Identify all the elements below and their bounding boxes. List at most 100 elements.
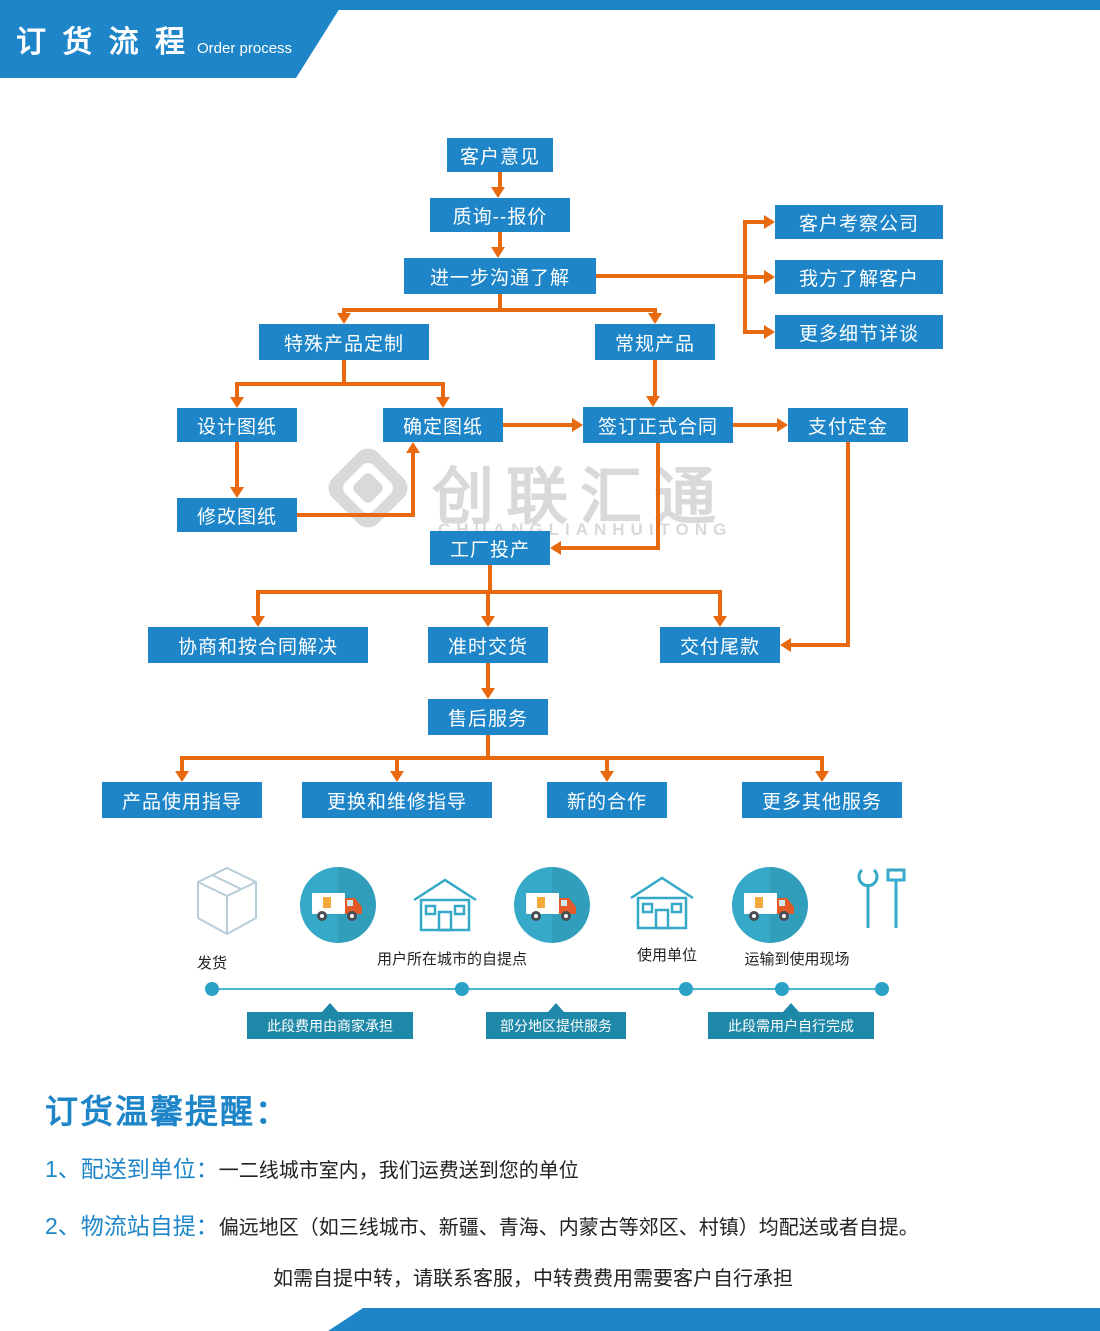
flow-connector — [488, 565, 492, 592]
timeline-dot — [455, 982, 469, 996]
flow-connector — [747, 330, 765, 334]
reminder-item-1-text: 一二线城市室内，我们运费送到您的单位 — [218, 1160, 579, 1182]
flow-arrowhead — [406, 442, 420, 453]
flow-connector — [605, 756, 609, 772]
flow-connector — [596, 274, 745, 278]
flow-node-negotiate-resolve: 协商和按合同解决 — [148, 627, 368, 663]
pickup-point-label: 用户所在城市的自提点 — [376, 951, 527, 968]
flow-arrowhead — [646, 396, 660, 407]
flow-node-pay-balance: 交付尾款 — [660, 627, 780, 663]
timeline-tag-user-complete: 此段需用户自行完成 — [708, 1003, 874, 1039]
flow-arrowhead — [175, 771, 189, 782]
flow-connector — [486, 590, 490, 617]
page-subtitle: Order process — [197, 39, 293, 57]
timeline-tag-merchant-cost: 此段费用由商家承担 — [247, 1003, 413, 1039]
flow-node-more-services: 更多其他服务 — [742, 782, 902, 818]
timeline-dot — [205, 982, 219, 996]
flow-connector — [747, 220, 765, 224]
flow-connector — [733, 423, 778, 427]
flow-arrowhead — [251, 616, 265, 627]
flow-connector — [342, 308, 346, 316]
flow-arrowhead — [600, 771, 614, 782]
flow-node-sign-contract: 签订正式合同 — [583, 407, 733, 443]
flow-arrowhead — [390, 771, 404, 782]
flow-arrowhead — [436, 397, 450, 408]
flow-connector — [486, 663, 490, 689]
delivery-truck-icon — [514, 867, 590, 943]
flow-connector — [820, 756, 824, 772]
delivery-truck-icon — [300, 867, 376, 943]
footer-bar — [328, 1308, 1100, 1331]
flow-arrowhead — [764, 215, 775, 229]
delivery-truck-icon — [732, 867, 808, 943]
timeline-dot — [679, 982, 693, 996]
flow-connector — [718, 590, 722, 617]
flow-node-further-communication: 进一步沟通了解 — [404, 258, 596, 294]
flow-arrowhead — [713, 616, 727, 627]
flow-connector — [256, 590, 260, 617]
reminder-item-2-text: 偏远地区（如三线城市、新疆、青海、内蒙古等郊区、村镇）均配送或者自提。 — [218, 1217, 919, 1239]
flow-connector — [846, 442, 850, 647]
watermark-logo-icon — [328, 448, 408, 528]
watermark-title: 创联汇通 — [432, 463, 729, 532]
flow-connector — [561, 546, 660, 550]
ship-label: 发货 — [196, 955, 227, 972]
flow-arrowhead — [491, 187, 505, 198]
flow-arrowhead — [777, 418, 788, 432]
flow-node-confirm-drawing: 确定图纸 — [383, 408, 503, 442]
flow-node-after-sales: 售后服务 — [428, 699, 548, 735]
flow-node-modify-drawing: 修改图纸 — [177, 498, 297, 532]
reminder-title: 订货温馨提醒： — [45, 1093, 290, 1130]
flow-node-regular-product: 常规产品 — [595, 324, 715, 360]
flow-arrowhead — [550, 541, 561, 555]
flow-arrowhead — [337, 313, 351, 324]
flow-arrowhead — [230, 397, 244, 408]
flow-connector — [653, 360, 657, 397]
flow-arrowhead — [230, 487, 244, 498]
flow-connector — [411, 453, 415, 515]
tools-icon — [857, 868, 906, 928]
timeline-tag-partial-service: 部分地区提供服务 — [486, 1003, 626, 1039]
flow-connector — [498, 232, 502, 248]
package-box-icon — [197, 866, 257, 936]
timeline-line — [210, 988, 882, 990]
flow-connector — [747, 275, 765, 279]
flow-connector — [235, 382, 445, 386]
flow-arrowhead — [491, 247, 505, 258]
flow-arrowhead — [815, 771, 829, 782]
flow-node-design-drawing: 设计图纸 — [177, 408, 297, 442]
flow-connector — [486, 735, 490, 758]
flow-node-customer-visit: 客户考察公司 — [775, 205, 943, 239]
header: 订 货 流 程 Order process — [0, 0, 345, 78]
flow-connector — [235, 442, 239, 488]
use-unit-label: 使用单位 — [636, 947, 697, 964]
flow-arrowhead — [572, 418, 583, 432]
flow-node-inquiry-quote: 质询--报价 — [430, 198, 570, 232]
flow-connector — [498, 172, 502, 188]
flow-node-factory-production: 工厂投产 — [430, 531, 550, 565]
flow-node-know-customer: 我方了解客户 — [775, 260, 943, 294]
timeline-dot — [875, 982, 889, 996]
flow-connector — [656, 443, 660, 550]
flow-connector — [498, 294, 502, 310]
flow-node-more-details: 更多细节详谈 — [775, 315, 943, 349]
flow-arrowhead — [481, 616, 495, 627]
flow-arrowhead — [648, 313, 662, 324]
flow-connector — [441, 382, 445, 398]
flow-node-usage-guidance: 产品使用指导 — [102, 782, 262, 818]
flow-arrowhead — [764, 325, 775, 339]
flow-connector — [180, 756, 184, 772]
flow-node-customer-opinion: 客户意见 — [447, 138, 553, 172]
flow-arrowhead — [481, 688, 495, 699]
reminder-item-2-label: 2、物流站自提： — [45, 1213, 219, 1239]
flow-connector — [791, 643, 850, 647]
reminder-item-2: 2、物流站自提：偏远地区（如三线城市、新疆、青海、内蒙古等郊区、村镇）均配送或者… — [45, 1207, 919, 1241]
reminder-item-1: 1、配送到单位：一二线城市室内，我们运费送到您的单位 — [45, 1150, 579, 1184]
header-strip — [0, 0, 1100, 10]
flow-connector — [180, 756, 824, 760]
house-icon — [413, 878, 477, 932]
flow-arrowhead — [780, 638, 791, 652]
flow-connector — [235, 382, 239, 398]
flow-connector — [503, 423, 573, 427]
